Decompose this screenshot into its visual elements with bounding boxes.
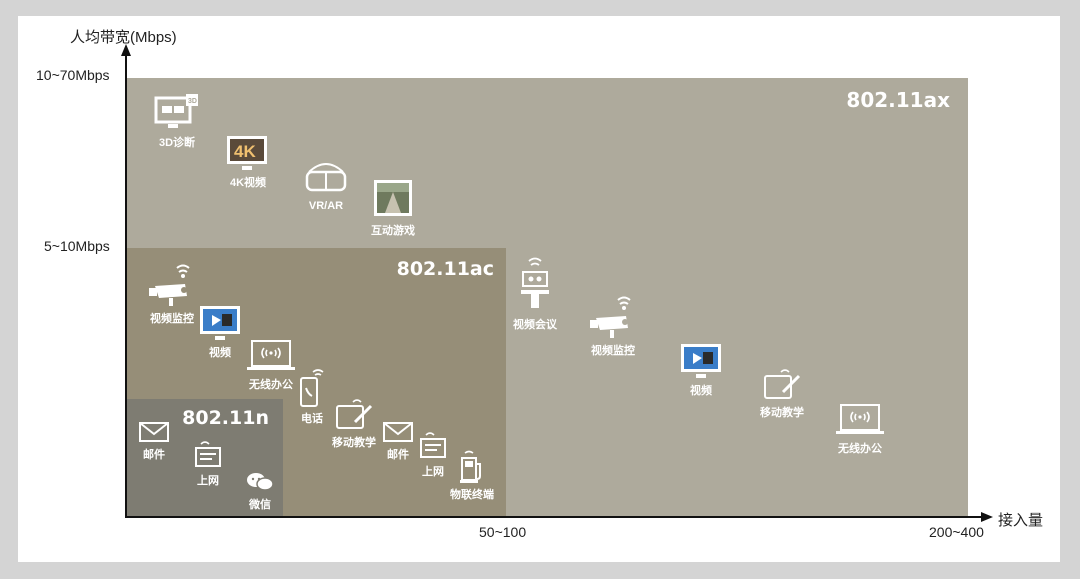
caption-vrar: VR/AR bbox=[308, 200, 344, 212]
laptop-wifi-icon bbox=[247, 340, 295, 370]
phone-wifi-icon bbox=[300, 369, 324, 407]
caption-web2: 上网 bbox=[422, 466, 444, 478]
zone-label-ax: 802.11ax bbox=[846, 88, 950, 112]
caption-teach1: 移动教学 bbox=[332, 437, 376, 449]
wechat-icon bbox=[247, 473, 274, 491]
item-web-n: 上网 bbox=[168, 440, 248, 488]
caption-video2: 视频 bbox=[690, 385, 712, 397]
caption-phone: 电话 bbox=[301, 413, 323, 425]
fuel-pump-icon bbox=[460, 450, 481, 483]
x-tick-right: 200~400 bbox=[929, 524, 984, 540]
item-3d-diagnosis: 3D 3D诊断 bbox=[137, 92, 217, 150]
item-web-ac: 上网 bbox=[393, 431, 473, 479]
x-axis-arrow bbox=[981, 512, 993, 522]
item-mobile-teaching-ac: 移动教学 bbox=[314, 396, 394, 450]
zone-80211n: 802.11n bbox=[127, 399, 283, 516]
envelope-icon bbox=[383, 422, 413, 442]
caption-mail1: 邮件 bbox=[143, 449, 165, 461]
envelope-icon bbox=[139, 422, 169, 442]
item-mail-n: 邮件 bbox=[114, 420, 194, 462]
caption-video1: 视频 bbox=[209, 347, 231, 359]
vr-headset-icon bbox=[305, 163, 347, 192]
caption-game: 互动游戏 bbox=[371, 225, 415, 237]
zone-label-ac: 802.11ac bbox=[396, 258, 494, 280]
item-interactive-game: 互动游戏 bbox=[353, 178, 433, 238]
item-video-ac: 视频 bbox=[180, 304, 260, 360]
item-phone: 电话 bbox=[272, 368, 352, 426]
caption-4k: 4K视频 bbox=[229, 177, 267, 189]
caption-cam1: 视频监控 bbox=[150, 313, 194, 325]
item-wechat: 微信 bbox=[220, 470, 300, 512]
3d-monitor-icon: 3D bbox=[154, 94, 198, 128]
item-iot-terminal: 物联终端 bbox=[432, 450, 512, 502]
4k-screen-icon: 4K bbox=[227, 136, 267, 170]
y-tick-mid: 5~10Mbps bbox=[44, 238, 110, 254]
item-mobile-teaching-ax: 移动教学 bbox=[742, 366, 822, 420]
security-camera-icon bbox=[149, 264, 190, 306]
item-video-ax: 视频 bbox=[661, 342, 741, 398]
video-monitor-icon bbox=[681, 344, 721, 378]
item-mail-ac: 邮件 bbox=[358, 420, 438, 462]
y-axis-title: 人均带宽(Mbps) bbox=[70, 29, 177, 46]
caption-office2: 无线办公 bbox=[838, 443, 882, 455]
x-axis-title: 接入量 bbox=[998, 512, 1044, 529]
item-video-surveillance-ax: 视频监控 bbox=[573, 294, 653, 358]
item-wireless-office-ax: 无线办公 bbox=[820, 402, 900, 456]
y-axis-arrow bbox=[121, 44, 131, 56]
game-screen-icon bbox=[374, 180, 412, 216]
tablet-pen-icon bbox=[336, 399, 373, 429]
caption-conf: 视频会议 bbox=[513, 319, 557, 331]
caption-web1: 上网 bbox=[197, 475, 219, 487]
caption-office1: 无线办公 bbox=[249, 379, 293, 391]
security-camera-icon bbox=[590, 296, 631, 338]
caption-3d: 3D诊断 bbox=[158, 137, 196, 149]
conference-podium-icon bbox=[521, 257, 549, 308]
caption-iot: 物联终端 bbox=[450, 489, 494, 501]
video-monitor-icon bbox=[200, 306, 240, 340]
caption-cam2: 视频监控 bbox=[591, 345, 635, 357]
laptop-wifi-icon bbox=[836, 404, 884, 434]
zone-label-n: 802.11n bbox=[182, 407, 269, 429]
caption-teach2: 移动教学 bbox=[760, 407, 804, 419]
browser-wifi-icon bbox=[195, 441, 221, 467]
tablet-pen-icon bbox=[764, 369, 801, 399]
item-video-conference: 视频会议 bbox=[495, 256, 575, 332]
svg-text:3D: 3D bbox=[188, 98, 197, 105]
item-wireless-office-ac: 无线办公 bbox=[231, 338, 311, 392]
caption-wechat: 微信 bbox=[249, 499, 271, 511]
caption-mail2: 邮件 bbox=[387, 449, 409, 461]
y-tick-top: 10~70Mbps bbox=[36, 67, 110, 83]
x-tick-mid: 50~100 bbox=[479, 524, 527, 540]
item-video-surveillance-ac: 视频监控 bbox=[132, 262, 212, 326]
svg-text:4K: 4K bbox=[234, 142, 256, 161]
item-vr-ar: VR/AR bbox=[286, 158, 366, 212]
browser-wifi-icon bbox=[420, 432, 446, 458]
item-4k-video: 4K 4K视频 bbox=[208, 134, 288, 190]
